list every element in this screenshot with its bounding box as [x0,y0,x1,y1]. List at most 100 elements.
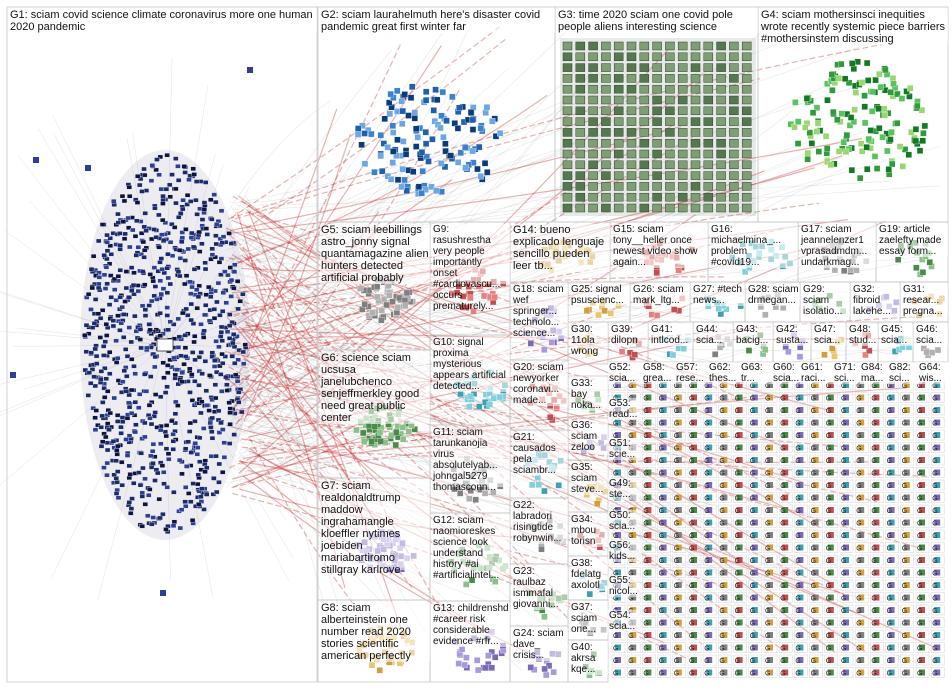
small-group-label: G71: sci... [833,362,867,384]
svg-text:G: G [841,658,846,665]
svg-text:G: G [902,433,907,440]
small-group-label: G62: thes... [708,362,742,384]
svg-text:G: G [887,596,892,603]
svg-text:G: G [826,633,831,640]
svg-text:G: G [735,671,740,678]
svg-text:G: G [750,396,755,403]
svg-text:G: G [613,646,618,653]
group-label-g19: G19: article zaelefty made essay form... [878,224,948,257]
svg-text:G: G [643,383,648,390]
svg-text:G: G [689,583,694,590]
svg-text:G: G [826,458,831,465]
svg-text:G: G [689,533,694,540]
svg-text:G: G [841,421,846,428]
svg-text:G: G [795,508,800,515]
svg-text:G: G [887,533,892,540]
svg-text:G: G [750,471,755,478]
group-label-g3: G3: time 2020 sciam one covid pole peopl… [557,9,758,33]
svg-text:G: G [811,471,816,478]
svg-text:G: G [932,558,937,565]
svg-text:G: G [643,571,648,578]
svg-text:G: G [689,658,694,665]
svg-text:G: G [841,458,846,465]
svg-text:G: G [704,396,709,403]
svg-text:G: G [871,621,876,628]
group-label-g21: G21: causados pela sciambr... [512,432,568,476]
group-label-g37: G37: sciam one... [570,602,608,635]
svg-text:G: G [659,383,664,390]
group-label-g4: G4: sciam mothersinsci inequities wrote … [760,9,948,45]
small-group-label: G60: scia... [772,362,806,384]
svg-text:G: G [765,458,770,465]
svg-text:G: G [902,583,907,590]
svg-text:G: G [795,521,800,528]
svg-text:G: G [871,571,876,578]
svg-text:G: G [811,383,816,390]
svg-text:G: G [750,458,755,465]
svg-text:G: G [887,521,892,528]
svg-text:G: G [704,521,709,528]
svg-text:G: G [643,521,648,528]
svg-text:G: G [826,546,831,553]
svg-text:G: G [932,408,937,415]
svg-text:G: G [765,483,770,490]
svg-text:G: G [704,621,709,628]
svg-text:G: G [780,646,785,653]
svg-text:G: G [780,396,785,403]
svg-text:G: G [917,596,922,603]
small-group-label: G53: read... [608,398,642,420]
svg-text:G: G [674,421,679,428]
svg-text:G: G [765,596,770,603]
svg-text:G: G [719,646,724,653]
svg-text:G: G [932,608,937,615]
svg-text:G: G [917,646,922,653]
svg-text:G: G [659,558,664,565]
svg-text:G: G [932,583,937,590]
svg-text:G: G [704,658,709,665]
svg-text:G: G [932,496,937,503]
svg-text:G: G [902,383,907,390]
svg-text:G: G [765,583,770,590]
svg-text:G: G [856,521,861,528]
svg-text:G: G [811,608,816,615]
group-label-g5: G5: sciam leebillings astro_jonny signal… [320,224,430,284]
svg-text:G: G [659,496,664,503]
svg-text:G: G [795,571,800,578]
svg-text:G: G [659,596,664,603]
group-label-g29: G29: sciam isolatio... [802,284,850,317]
svg-text:G: G [689,558,694,565]
svg-text:G: G [887,571,892,578]
svg-text:G: G [795,396,800,403]
svg-text:G: G [932,421,937,428]
svg-text:G: G [795,458,800,465]
svg-text:G: G [613,458,618,465]
svg-text:G: G [887,433,892,440]
svg-text:G: G [902,546,907,553]
svg-text:G: G [826,621,831,628]
svg-text:G: G [871,383,876,390]
svg-text:G: G [887,496,892,503]
svg-text:G: G [917,621,922,628]
svg-text:G: G [932,471,937,478]
svg-text:G: G [674,571,679,578]
svg-text:G: G [674,621,679,628]
svg-text:G: G [856,408,861,415]
svg-text:G: G [613,571,618,578]
svg-text:G: G [643,621,648,628]
svg-text:G: G [902,621,907,628]
svg-text:G: G [932,546,937,553]
svg-text:G: G [871,558,876,565]
svg-text:G: G [811,658,816,665]
svg-text:G: G [841,408,846,415]
svg-text:G: G [674,658,679,665]
svg-text:G: G [659,671,664,678]
svg-text:G: G [871,446,876,453]
group-label-g34: G34: mbou torisn [570,514,608,547]
svg-text:G: G [811,621,816,628]
svg-text:G: G [826,596,831,603]
svg-text:G: G [643,458,648,465]
group-label-g43: G43: bacig... [735,324,773,346]
svg-text:G: G [795,483,800,490]
svg-text:G: G [917,521,922,528]
small-group-label: G84: ma... [860,362,894,384]
